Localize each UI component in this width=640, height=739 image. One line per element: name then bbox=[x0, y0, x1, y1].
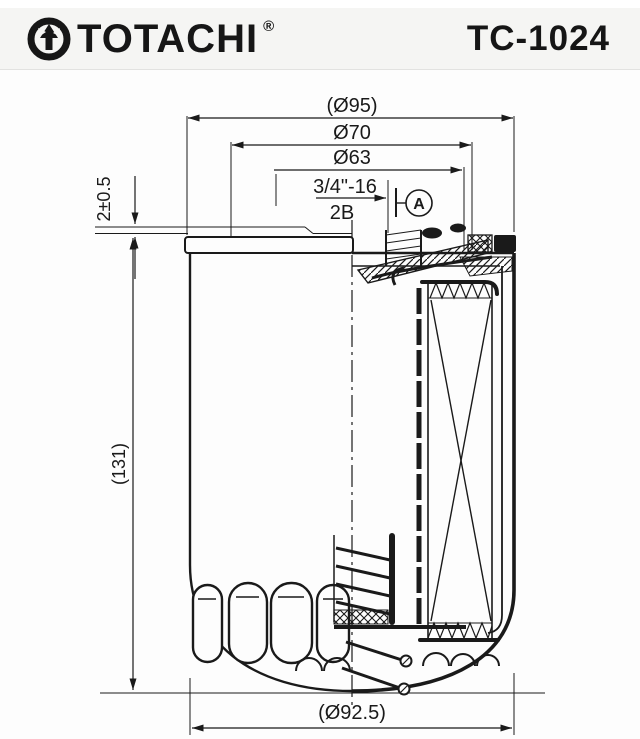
dim-label-d95: (Ø95) bbox=[326, 95, 377, 117]
dim-label-131: (131) bbox=[109, 443, 129, 485]
dim-label-d63: Ø63 bbox=[333, 147, 371, 169]
dimension-body-height: (131) bbox=[109, 238, 137, 690]
drawing-canvas: (Ø95) Ø70 Ø63 3/4"-16 2B A 2±0.5 bbox=[0, 70, 640, 739]
top-margin-strip bbox=[0, 0, 640, 8]
totachi-ring-arrow-icon bbox=[27, 17, 71, 60]
dim-label-2-05: 2±0.5 bbox=[94, 177, 114, 222]
header-bar: TOTACHI ® TC-1024 bbox=[0, 8, 640, 70]
dimension-bottom-diameter: (Ø92.5) bbox=[192, 702, 512, 732]
dim-label-d925: (Ø92.5) bbox=[318, 702, 386, 724]
grip-flutes-section bbox=[295, 652, 500, 672]
thread-spec-label: 3/4"-16 bbox=[313, 176, 377, 198]
brand-logo: TOTACHI ® bbox=[26, 16, 274, 62]
part-number: TC-1024 bbox=[466, 18, 610, 58]
grip-flutes bbox=[191, 581, 351, 665]
filter-media-element bbox=[418, 266, 503, 642]
top-plate-seal-detail bbox=[352, 223, 516, 286]
dimension-top-outer-diameter: (Ø95) bbox=[188, 95, 513, 122]
dimension-seam-diameter: Ø70 bbox=[232, 122, 471, 149]
spring-bypass-assembly bbox=[333, 533, 466, 696]
datum-feature-symbol: A bbox=[395, 188, 433, 217]
extension-lines bbox=[95, 116, 545, 735]
registered-mark: ® bbox=[263, 17, 275, 35]
dim-label-d70: Ø70 bbox=[333, 122, 371, 144]
filter-body-outline bbox=[184, 236, 516, 693]
filter-technical-drawing: (Ø95) Ø70 Ø63 3/4"-16 2B A 2±0.5 bbox=[94, 95, 545, 735]
thread-class-label: 2B bbox=[330, 202, 354, 224]
brand-name: TOTACHI bbox=[77, 16, 259, 61]
thread-callout: 3/4"-16 2B bbox=[313, 176, 386, 224]
dimension-gasket-diameter: Ø63 bbox=[274, 147, 462, 174]
datum-label: A bbox=[413, 196, 425, 213]
